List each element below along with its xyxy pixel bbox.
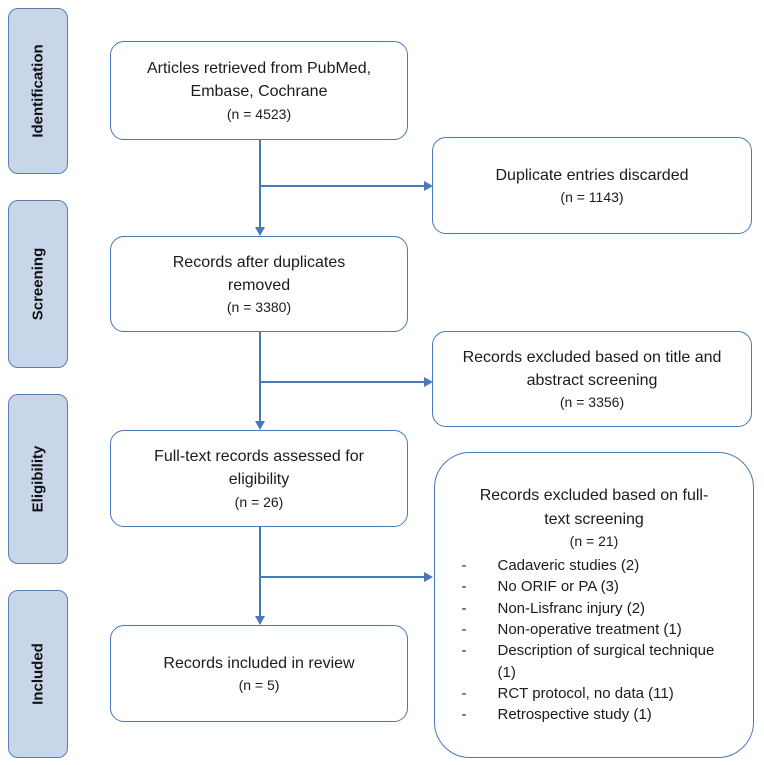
- box-fulltext-assessed: Full-text records assessed for eligibili…: [110, 430, 408, 527]
- stage-label-eligibility: Eligibility: [29, 445, 47, 513]
- exclusion-reason-text: Cadaveric studies (2): [497, 557, 640, 575]
- list-dash: -: [461, 621, 467, 639]
- box-duplicates-discarded-line-1: Duplicate entries discarded: [495, 166, 689, 184]
- box-excluded-title-line-2: abstract screening: [526, 371, 658, 389]
- box-excluded-fulltext-line-2: text screening: [544, 510, 644, 528]
- box-records-included-line-1: Records included in review: [163, 654, 355, 672]
- exclusion-reason-item: - No ORIF or PA (3): [462, 576, 727, 597]
- list-dash: -: [461, 684, 467, 702]
- box-excluded-fulltext: Records excluded based on full- text scr…: [434, 452, 754, 758]
- connector-branch-1: [260, 185, 425, 187]
- box-excluded-fulltext-line-1: Records excluded based on full-: [479, 487, 709, 505]
- box-after-duplicates-line-1: Records after duplicates: [172, 253, 346, 271]
- exclusion-reason-text: Retrospective study (1): [497, 706, 652, 724]
- box-duplicates-discarded: Duplicate entries discarded (n = 1143): [432, 137, 752, 234]
- list-dash: -: [461, 706, 467, 724]
- exclusion-reason-text: Non-Lisfranc injury (2): [497, 599, 646, 617]
- list-dash: -: [461, 578, 467, 596]
- connector-main-3: [259, 527, 261, 617]
- box-records-included: Records included in review (n = 5): [110, 625, 408, 722]
- exclusion-reason-text: No ORIF or PA (3): [497, 578, 619, 596]
- exclusion-reason-item: - Non-operative treatment (1): [462, 619, 727, 640]
- box-articles-retrieved: Articles retrieved from PubMed, Embase, …: [110, 41, 408, 140]
- connector-main-2: [259, 332, 261, 422]
- stage-label-included: Included: [29, 643, 47, 705]
- box-after-duplicates: Records after duplicates removed (n = 33…: [110, 236, 408, 332]
- exclusion-reason-item: - Cadaveric studies (2): [462, 555, 727, 576]
- exclusion-reason-item: - Retrospective study (1): [462, 704, 727, 725]
- box-excluded-fulltext-count: (n = 21): [569, 532, 619, 549]
- box-excluded-title-abstract: Records excluded based on title and abst…: [432, 331, 752, 427]
- box-after-duplicates-line-2: removed: [227, 276, 291, 294]
- stage-eligibility: Eligibility: [8, 394, 68, 564]
- exclusion-reason-item: - RCT protocol, no data (11): [462, 683, 727, 704]
- exclusion-reason-text: Description of surgical technique (1): [497, 642, 715, 681]
- exclusion-reason-item: - Non-Lisfranc injury (2): [462, 598, 727, 619]
- box-articles-retrieved-line-2: Embase, Cochrane: [190, 83, 328, 101]
- box-articles-retrieved-line-1: Articles retrieved from PubMed,: [146, 60, 372, 78]
- stage-label-identification: Identification: [29, 44, 47, 138]
- stage-identification: Identification: [8, 8, 68, 174]
- exclusion-reason-text: RCT protocol, no data (11): [497, 684, 674, 702]
- arrow-down-2: [255, 421, 265, 430]
- exclusion-reason-text: Non-operative treatment (1): [497, 621, 682, 639]
- box-records-included-count: (n = 5): [238, 676, 280, 693]
- box-fulltext-line-1: Full-text records assessed for: [154, 448, 364, 466]
- arrow-right-3: [424, 572, 433, 582]
- list-dash: -: [461, 599, 467, 617]
- arrow-down-1: [255, 227, 265, 236]
- box-articles-retrieved-count: (n = 4523): [226, 105, 292, 122]
- box-fulltext-line-2: eligibility: [228, 471, 290, 489]
- exclusion-reasons-list: - Cadaveric studies (2) - No ORIF or PA (3…: [462, 555, 727, 725]
- list-dash: -: [461, 557, 467, 575]
- arrow-right-1: [424, 181, 433, 191]
- box-after-duplicates-count: (n = 3380): [226, 299, 292, 316]
- connector-branch-2: [260, 381, 425, 383]
- box-excluded-title-line-1: Records excluded based on title and: [462, 348, 722, 366]
- stage-included: Included: [8, 590, 68, 758]
- box-duplicates-discarded-count: (n = 1143): [560, 188, 624, 205]
- box-excluded-title-count: (n = 3356): [559, 394, 625, 411]
- exclusion-reason-item: - Description of surgical technique (1): [462, 640, 727, 683]
- arrow-down-3: [255, 616, 265, 625]
- box-fulltext-count: (n = 26): [234, 493, 284, 510]
- stage-label-screening: Screening: [29, 247, 47, 321]
- stage-screening: Screening: [8, 200, 68, 368]
- connector-main-1: [259, 140, 261, 228]
- list-dash: -: [461, 642, 467, 660]
- connector-branch-3: [260, 576, 425, 578]
- arrow-right-2: [424, 377, 433, 387]
